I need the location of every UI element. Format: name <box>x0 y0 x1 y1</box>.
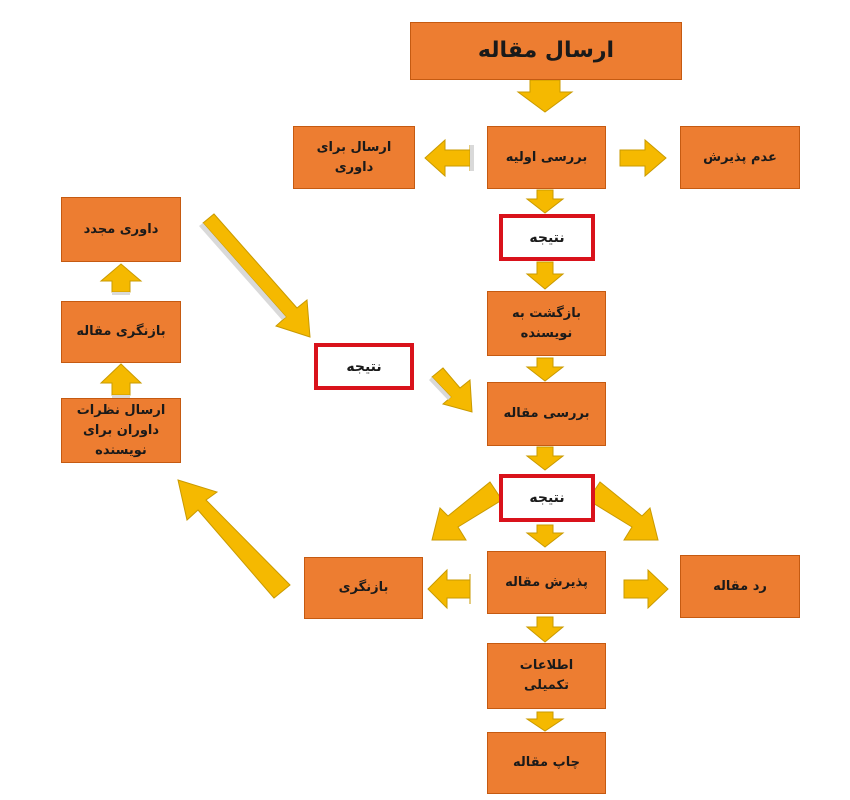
arrow-initial-to-send-review <box>424 138 471 178</box>
node-additional-info: اطلاعات تکمیلی <box>487 643 606 709</box>
arrow-result1-to-return <box>525 261 565 290</box>
node-send-for-review: ارسال برای داوری <box>293 126 415 189</box>
arrow-accept-to-revision <box>427 568 471 610</box>
node-re-review: داوری مجدد <box>61 197 181 262</box>
node-result-3: نتیجه <box>499 474 595 522</box>
node-revision: بازنگری <box>304 557 423 619</box>
arrow-submit-to-initial-review <box>516 79 574 113</box>
arrow-article-revision-to-re-review <box>99 263 143 293</box>
node-submit: ارسال مقاله <box>410 22 682 80</box>
node-article-review: بررسی مقاله <box>487 382 606 446</box>
node-publish-article: چاپ مقاله <box>487 732 606 794</box>
node-result-2: نتیجه <box>314 343 414 390</box>
arrow-send-comments-to-article-revision <box>99 363 143 396</box>
arrow-re-review-to-result2 <box>202 213 311 338</box>
arrow-result3-to-reject <box>587 481 659 541</box>
node-reject-article: رد مقاله <box>680 555 800 618</box>
arrow-return-to-article-review <box>525 357 565 382</box>
node-result-1: نتیجه <box>499 214 595 261</box>
arrow-result3-to-revision <box>431 481 503 541</box>
node-article-revision: بازنگری مقاله <box>61 301 181 363</box>
arrow-additional-to-publish <box>525 711 565 732</box>
arrow-accept-to-reject <box>623 568 669 610</box>
arrow-result3-to-accept <box>525 524 565 548</box>
arrow-initial-to-result1 <box>525 189 565 214</box>
arrow-article-review-to-result3 <box>525 446 565 471</box>
arrow-result2-to-article-review <box>431 367 473 413</box>
node-accept-article: پذیرش مقاله <box>487 551 606 614</box>
arrow-initial-to-reject <box>619 138 667 178</box>
node-send-reviewer-comments: ارسال نظرات داوران برای نویسنده <box>61 398 181 463</box>
arrow-revision-to-send-comments <box>177 479 291 599</box>
node-initial-review: بررسی اولیه <box>487 126 606 189</box>
arrow-accept-to-additional-info <box>525 616 565 643</box>
node-return-to-author: بازگشت به نویسنده <box>487 291 606 356</box>
node-reject-initial: عدم پذیرش <box>680 126 800 189</box>
